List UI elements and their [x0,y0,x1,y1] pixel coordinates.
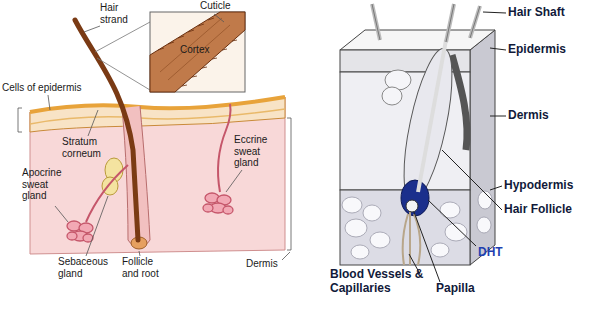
part-label: Hair Follicle [504,203,596,217]
part-label: Cuticle [200,0,260,12]
part-label: Sebaceous gland [58,256,114,279]
part-label: Cortex [180,44,220,56]
part-label: Dermis [508,109,596,123]
part-label: Blood Vessels & Capillaries [330,268,426,296]
part-label: Cells of epidermis [2,82,112,94]
part-label: Dermis [246,258,296,270]
part-label: Apocrine sweat gland [22,167,74,202]
part-label: Follicle and root [122,256,170,279]
part-label: Hypodermis [504,179,596,193]
part-label: DHT [478,246,518,260]
part-label: Hair Shaft [508,6,596,20]
part-label: Hair strand [100,2,144,25]
part-label: Eccrine sweat gland [234,134,286,169]
part-label: Stratum corneum [62,136,118,159]
part-label: Papilla [436,282,506,296]
part-label: Epidermis [508,43,596,57]
